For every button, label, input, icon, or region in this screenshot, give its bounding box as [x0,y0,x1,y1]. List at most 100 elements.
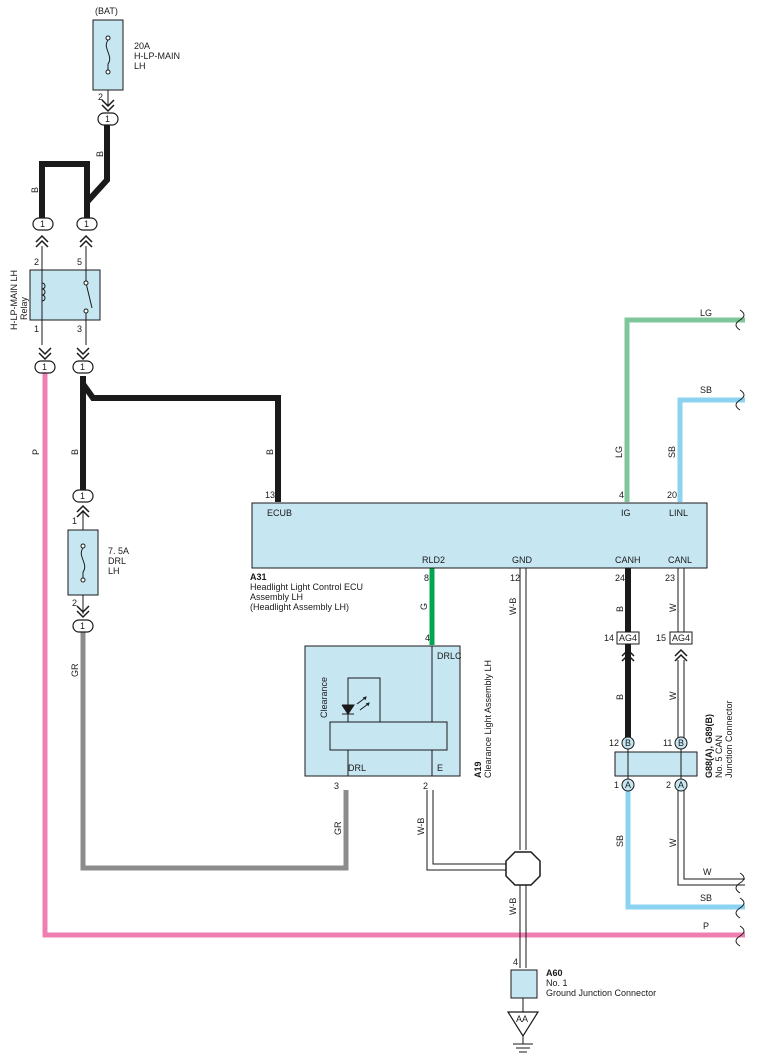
wire-label-p: P [703,921,709,931]
wire-label-b: B [30,187,40,193]
wire-b-ecub [80,382,281,502]
connector-1: 1 [72,360,94,374]
ecu-pin-linl: 20 [667,490,677,500]
wire-sb-bottom [625,790,745,910]
relay-pin-2: 2 [34,257,39,267]
connector-ovals: 1 1 1 1 1 1 1 [32,112,119,633]
svg-text:1: 1 [80,362,85,372]
can-junction-connector: B B A A 12 11 1 2 G88(A), G89(B) No. 5 C… [609,700,734,792]
clearance-code: A19 [473,761,483,778]
svg-text:A: A [625,780,631,790]
fuse-main-source: (BAT) [95,6,118,16]
wire-label-gr: GR [70,663,80,677]
ecu-term-rld2: RLD2 [422,555,445,565]
ag4-right-label: AG4 [672,633,690,643]
ecu-name-3: (Headlight Assembly LH) [250,602,349,612]
ground-jc-name-2: Ground Junction Connector [546,988,656,998]
ecu-pin-ecub: 13 [265,490,275,500]
ecu-name-1: Headlight Light Control ECU [250,582,363,592]
connector-1: 1 [97,112,119,126]
wire-b-relay-loop [39,161,90,224]
svg-text:1: 1 [84,219,89,229]
clearance-pin-drl: 3 [334,781,339,791]
wire-label-sb: SB [667,446,677,458]
ground-code-aa: AA [516,1014,528,1024]
clearance-label: Clearance [319,677,329,718]
wire-b-fuse-relay [84,120,110,205]
can-jc-pin-11: 11 [663,738,672,748]
fuse-main-side: LH [134,61,146,71]
wire-label-g: G [419,603,429,610]
connector-1: 1 [34,360,56,374]
ecu-code: A31 [250,572,267,582]
wire-label-sb: SB [615,835,625,847]
wire-label-lg: LG [614,446,624,458]
ecu-term-linl: LINL [669,508,688,518]
wire-label-p: P [31,449,41,455]
ecu-term-gnd: GND [512,555,533,565]
connector-1: 1 [72,489,94,503]
ground-jc-name-1: No. 1 [546,978,568,988]
white-wires [426,568,745,968]
relay-type: Relay [19,296,29,320]
wire-lg [624,317,745,502]
svg-text:1: 1 [40,219,45,229]
wire-label-gr: GR [333,821,343,835]
ground-splice [505,851,541,886]
svg-text:B: B [625,738,631,748]
wire-label-w: W [703,867,712,877]
can-jc-pin-12: 12 [609,738,619,748]
wire-break-marks [735,309,745,947]
ecu-term-ecub: ECUB [267,508,292,518]
ag4-left-label: AG4 [619,633,637,643]
ecu-term-ig: IG [621,508,631,518]
chevron-arrows [35,99,688,662]
svg-text:A: A [678,780,684,790]
svg-text:1: 1 [42,362,47,372]
wire-label-wb: W-B [508,598,518,615]
fuse-drl-pin-bottom: 2 [72,598,77,608]
wire-label-wb: W-B [508,898,518,915]
wire-p [42,372,745,938]
fuse-drl: 7. 5A DRL LH 1 2 [67,510,129,614]
fuse-h-lp-main: (BAT) 20A H-LP-MAIN LH 2 [92,6,180,106]
svg-text:1: 1 [80,621,85,631]
clearance-light-a19: Clearance DRLC DRL E 4 3 2 A19 Clearance… [304,633,493,791]
fuse-drl-pin-top: 1 [72,516,77,526]
connector-1: 1 [72,619,94,633]
svg-text:1: 1 [80,491,85,501]
fuse-drl-side: LH [108,566,120,576]
clearance-pin-e: 2 [423,781,428,791]
relay-pin-1: 1 [34,324,39,334]
ecu-pin-canl: 23 [665,573,675,583]
ecu-pin-ig: 4 [619,490,624,500]
wire-label-sb: SB [700,893,712,903]
clearance-term-drlc: DRLC [437,651,462,661]
wire-label-wb: W-B [416,818,426,835]
wire-label-sb: SB [700,385,712,395]
clearance-pin-drlc: 4 [425,633,430,643]
ecu-term-canl: CANL [668,555,692,565]
wire-label-lg: LG [700,308,712,318]
can-jc-name-2: Junction Connector [724,700,734,778]
svg-text:B: B [678,738,684,748]
wires [39,120,745,938]
wire-gr [80,630,349,871]
ground-jc-code: A60 [546,968,563,978]
fuse-main-name: H-LP-MAIN [134,51,180,61]
fuse-drl-name: DRL [108,556,126,566]
can-jc-name-1: No. 5 CAN [714,735,724,778]
ecu-a31: ECUB IG LINL RLD2 GND CANH CANL 13 4 20 … [250,490,708,612]
fuse-main-rating: 20A [134,41,150,51]
wire-label-b: B [70,449,80,455]
ground-junction-a60: AA 4 A60 No. 1 Ground Junction Connector [506,957,656,1053]
can-jc-pin-2: 2 [666,780,671,790]
wire-labels: B B P B B GR G W-B GR W-B W-B LG LG SB S… [30,151,712,931]
ecu-name-2: Assembly LH [250,592,303,602]
ecu-pin-gnd: 12 [510,573,520,583]
svg-text:1: 1 [105,114,110,124]
wire-label-w: W [668,691,678,700]
wire-label-b: B [95,151,105,157]
wire-label-w: W [668,838,678,847]
